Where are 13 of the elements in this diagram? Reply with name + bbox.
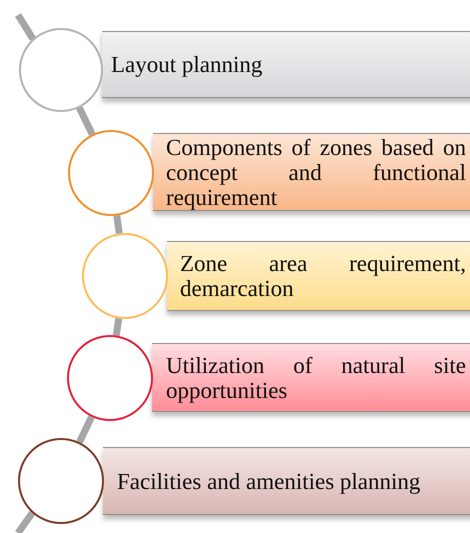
step-bar	[167, 241, 470, 311]
timeline-arc	[76, 415, 95, 444]
step-label: Layout planning	[111, 52, 264, 77]
step-label: Components of zones based on concept and functional requirement	[166, 134, 466, 210]
step-label: Zone area requirement, demarcation	[180, 251, 466, 301]
timeline-arc	[113, 215, 123, 234]
step-bar	[102, 31, 470, 98]
step-label: Utilization of natural site opportunities	[166, 352, 466, 402]
step-label: Facilities and amenities planning	[117, 468, 422, 494]
step-bar	[152, 343, 470, 412]
timeline-arc	[76, 106, 96, 136]
timeline-arc	[112, 318, 122, 336]
step-bar	[103, 447, 470, 515]
